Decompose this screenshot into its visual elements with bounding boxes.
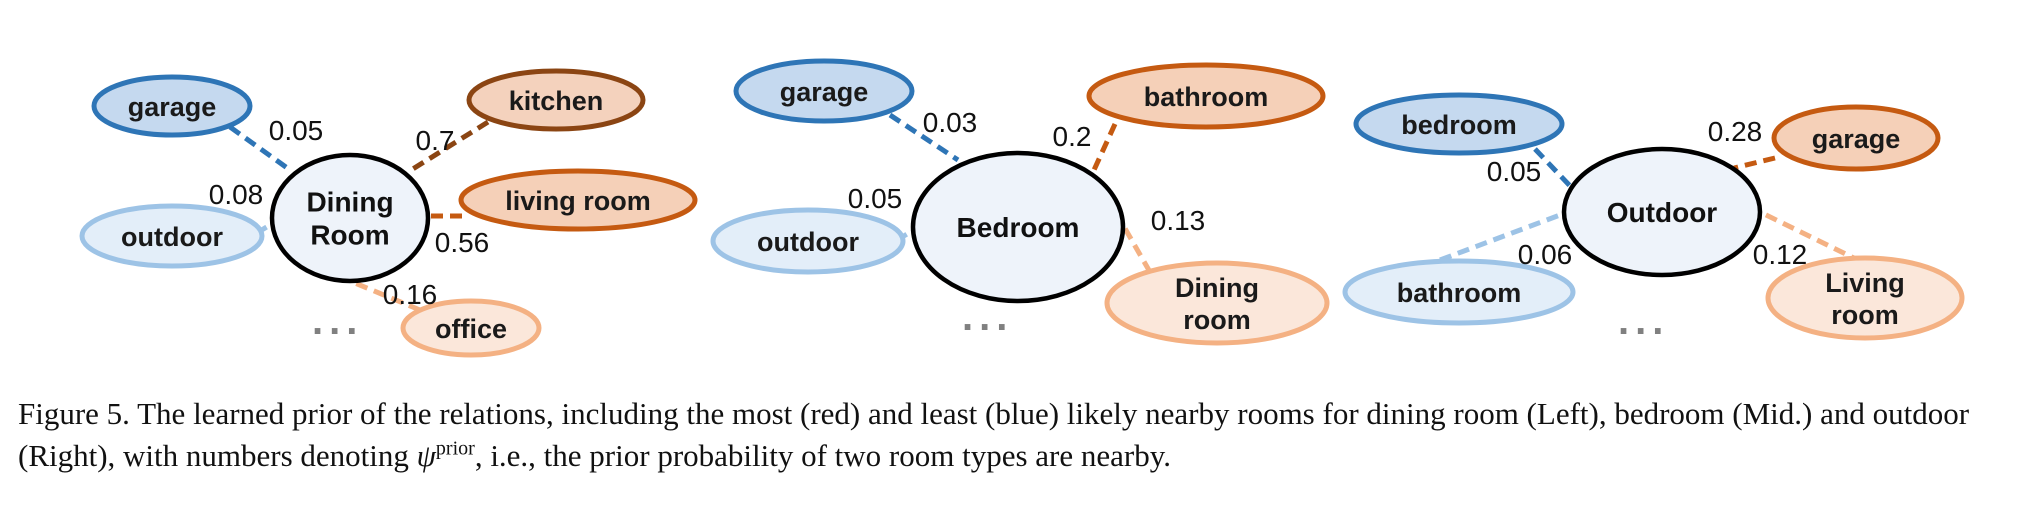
node-label-garage: garage — [1812, 124, 1901, 154]
node-label-garage: garage — [128, 92, 217, 122]
center-node-bedroom — [910, 150, 1126, 304]
figure-caption: Figure 5. The learned prior of the relat… — [18, 393, 2018, 477]
node-label-outdoor: outdoor — [121, 222, 223, 252]
edge-weight-kitchen: 0.7 — [416, 125, 455, 156]
node-bathroom — [1342, 258, 1576, 326]
edge-weight-bathroom: 0.06 — [1518, 239, 1573, 270]
caption-text-after: , i.e., the prior probability of two roo… — [474, 438, 1171, 473]
node-label-living-room: Living — [1825, 268, 1905, 298]
edge-dining-room — [1120, 223, 1153, 274]
center-node-dining-room — [269, 152, 431, 284]
ellipsis-dots: ... — [962, 295, 1013, 339]
edge-bathroom — [1091, 122, 1118, 172]
node-kitchen — [466, 68, 646, 132]
center-node-outdoor — [1561, 146, 1763, 278]
node-label-office: office — [435, 314, 507, 344]
center-label-dining-room: Room — [310, 220, 389, 251]
relation-prior-diagram: garage 0.05 outdoor 0.08 kitchen 0.7 living ro… — [79, 58, 1965, 358]
ellipsis-dots: ... — [312, 299, 363, 343]
node-bedroom — [1353, 92, 1565, 156]
center-label-bedroom: Bedroom — [957, 212, 1080, 243]
edge-kitchen — [406, 119, 490, 175]
edge-weight-garage: 0.03 — [923, 107, 978, 138]
node-garage — [91, 74, 253, 138]
panel-2: garage 0.03 outdoor 0.05 bathroom 0.2Diningro… — [710, 58, 1330, 346]
node-label-living-room: living room — [505, 186, 651, 216]
edge-weight-outdoor: 0.05 — [848, 183, 903, 214]
edge-garage — [228, 124, 292, 173]
edge-weight-living-room: 0.12 — [1753, 239, 1808, 270]
center-label-dining-room: Dining — [306, 187, 393, 218]
node-garage — [1771, 104, 1941, 172]
node-garage — [733, 58, 915, 124]
edge-bedroom — [1533, 147, 1574, 190]
node-label-garage: garage — [780, 77, 869, 107]
edge-garage — [1733, 155, 1776, 171]
node-label-bathroom: bathroom — [1397, 278, 1522, 308]
edge-office — [349, 278, 421, 313]
node-outdoor — [710, 207, 906, 275]
edge-weight-outdoor: 0.08 — [209, 179, 264, 210]
edge-weight-dining-room: 0.13 — [1151, 205, 1206, 236]
node-dining-room — [1104, 260, 1330, 346]
node-bathroom — [1086, 62, 1326, 130]
edge-weight-office: 0.16 — [383, 279, 438, 310]
node-outdoor — [79, 203, 265, 269]
edge-weight-bathroom: 0.2 — [1053, 121, 1092, 152]
edge-garage — [888, 112, 960, 163]
edge-weight-garage: 0.05 — [269, 115, 324, 146]
caption-text-before: Figure 5. The learned prior of the relat… — [18, 396, 1970, 473]
edge-weight-bedroom: 0.05 — [1487, 156, 1542, 187]
node-label-bedroom: bedroom — [1401, 110, 1517, 140]
node-label-outdoor: outdoor — [757, 227, 859, 257]
node-living-room — [1765, 255, 1965, 341]
node-office — [400, 298, 542, 358]
node-label-living-room: room — [1831, 300, 1899, 330]
node-label-dining-room: room — [1183, 305, 1251, 335]
node-label-dining-room: Dining — [1175, 273, 1259, 303]
edge-weight-garage: 0.28 — [1708, 116, 1763, 147]
center-label-outdoor: Outdoor — [1607, 197, 1718, 228]
panel-1: garage 0.05 outdoor 0.08 kitchen 0.7 living ro… — [79, 68, 698, 358]
caption-psi-symbol: ψ — [416, 438, 436, 473]
node-living-room — [458, 168, 698, 232]
panel-3: bedroom 0.05 bathroom 0.06 garage 0.28Livingr… — [1342, 92, 1965, 343]
node-label-kitchen: kitchen — [509, 86, 604, 116]
ellipsis-dots: ... — [1618, 299, 1669, 343]
node-label-bathroom: bathroom — [1144, 82, 1269, 112]
edge-weight-living-room: 0.56 — [435, 227, 490, 258]
edge-bathroom — [1439, 209, 1569, 263]
caption-superscript: prior — [435, 437, 475, 460]
